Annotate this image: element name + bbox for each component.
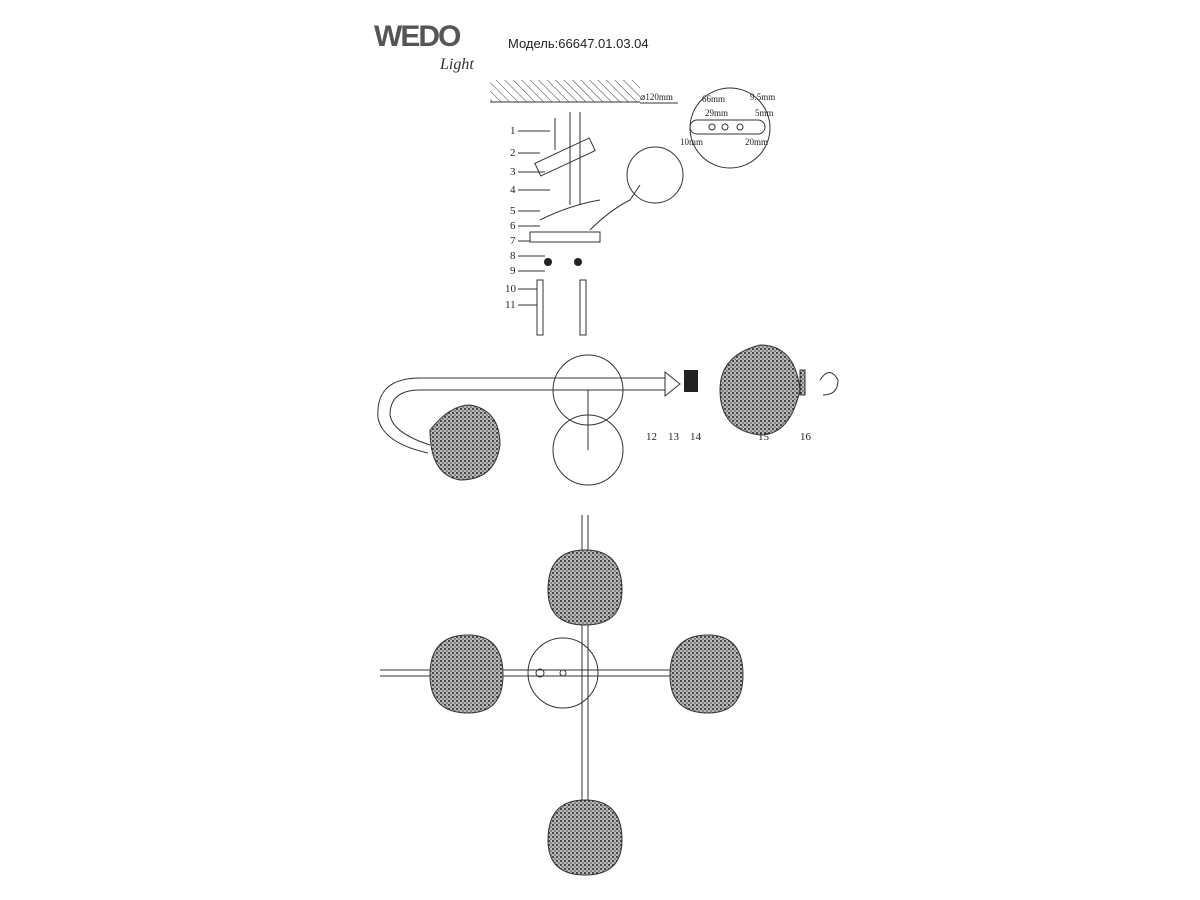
mounting-parts: [529, 112, 601, 336]
dim-diameter: ⌀120mm: [640, 92, 673, 102]
dim-5: 5mm: [755, 108, 774, 118]
brand-logo: WEDO: [374, 20, 461, 54]
callout-number: 7: [510, 235, 516, 247]
bracket-detail: ⌀120mm 66mm 9.5mm 29mm 5mm 10mm 20mm: [640, 87, 775, 169]
callout-number: 2: [510, 147, 516, 159]
dim-9-5: 9.5mm: [750, 92, 775, 102]
callout-number: 1: [510, 125, 516, 137]
callout-number: 14: [690, 431, 702, 443]
dim-10: 10mm: [680, 137, 703, 147]
model-label: Модель:66647.01.03.04: [508, 36, 649, 51]
callout-number: 6: [510, 220, 516, 232]
callout-number: 16: [800, 431, 812, 443]
callout-number: 13: [668, 431, 680, 443]
side-view: 12 13 14 15 16: [377, 344, 839, 486]
callout-number: 10: [505, 283, 517, 295]
callout-number: 3: [510, 166, 516, 178]
dim-20: 20mm: [745, 137, 768, 147]
callout-number: 15: [758, 431, 770, 443]
callout-number: 11: [505, 299, 516, 311]
callout-number: 4: [510, 184, 516, 196]
dim-29: 29mm: [705, 108, 728, 118]
callout-number: 5: [510, 205, 516, 217]
top-view: [380, 515, 744, 876]
callout-number: 9: [510, 265, 516, 277]
brand-sub: Light: [440, 56, 474, 73]
ceiling: [490, 80, 640, 102]
brand-name: WEDO: [374, 20, 461, 53]
connector-detail: [626, 146, 684, 204]
callout-number: 12: [646, 431, 657, 443]
callout-labels-top: 1 2 3 4 5 6 7 8 9 10 11: [505, 125, 550, 311]
dim-66: 66mm: [702, 94, 725, 104]
callout-number: 8: [510, 250, 516, 262]
